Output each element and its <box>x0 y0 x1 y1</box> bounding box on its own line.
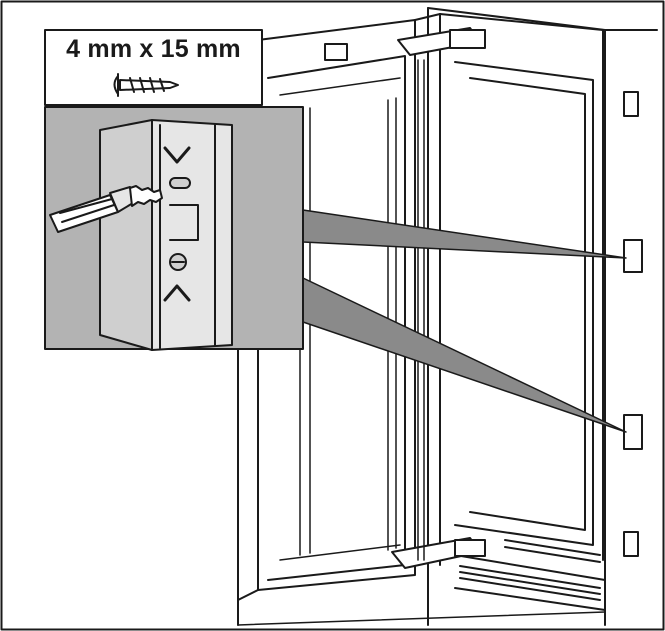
screw-icon <box>113 73 179 97</box>
bracket-side <box>99 119 153 351</box>
door-edge-strip <box>417 59 425 561</box>
screw-size-label: 4 mm x 15 mm <box>66 35 241 63</box>
callout-beams <box>302 209 627 433</box>
top-latch <box>324 43 348 61</box>
chevron-up-icon <box>163 284 191 302</box>
appliance-body <box>414 13 604 566</box>
toe-kick-vent <box>454 539 606 611</box>
floor-line <box>237 611 606 626</box>
screwdriver-icon <box>49 185 163 233</box>
bracket-cutout <box>169 204 199 241</box>
slot-bottom <box>623 531 639 557</box>
bottom-hinge <box>391 537 486 569</box>
cabinet-wall <box>427 7 658 626</box>
bracket-face <box>151 119 233 351</box>
top-hinge <box>324 27 486 61</box>
chevron-down-icon <box>163 146 191 164</box>
cabinet-slots <box>623 91 643 557</box>
callout-beam-lower <box>302 277 627 433</box>
callout-beam-upper <box>302 209 627 259</box>
bracket-slot <box>169 177 191 189</box>
slot-top <box>623 91 639 117</box>
slot-upper-mid <box>623 239 643 273</box>
detail-bracket <box>99 119 233 351</box>
